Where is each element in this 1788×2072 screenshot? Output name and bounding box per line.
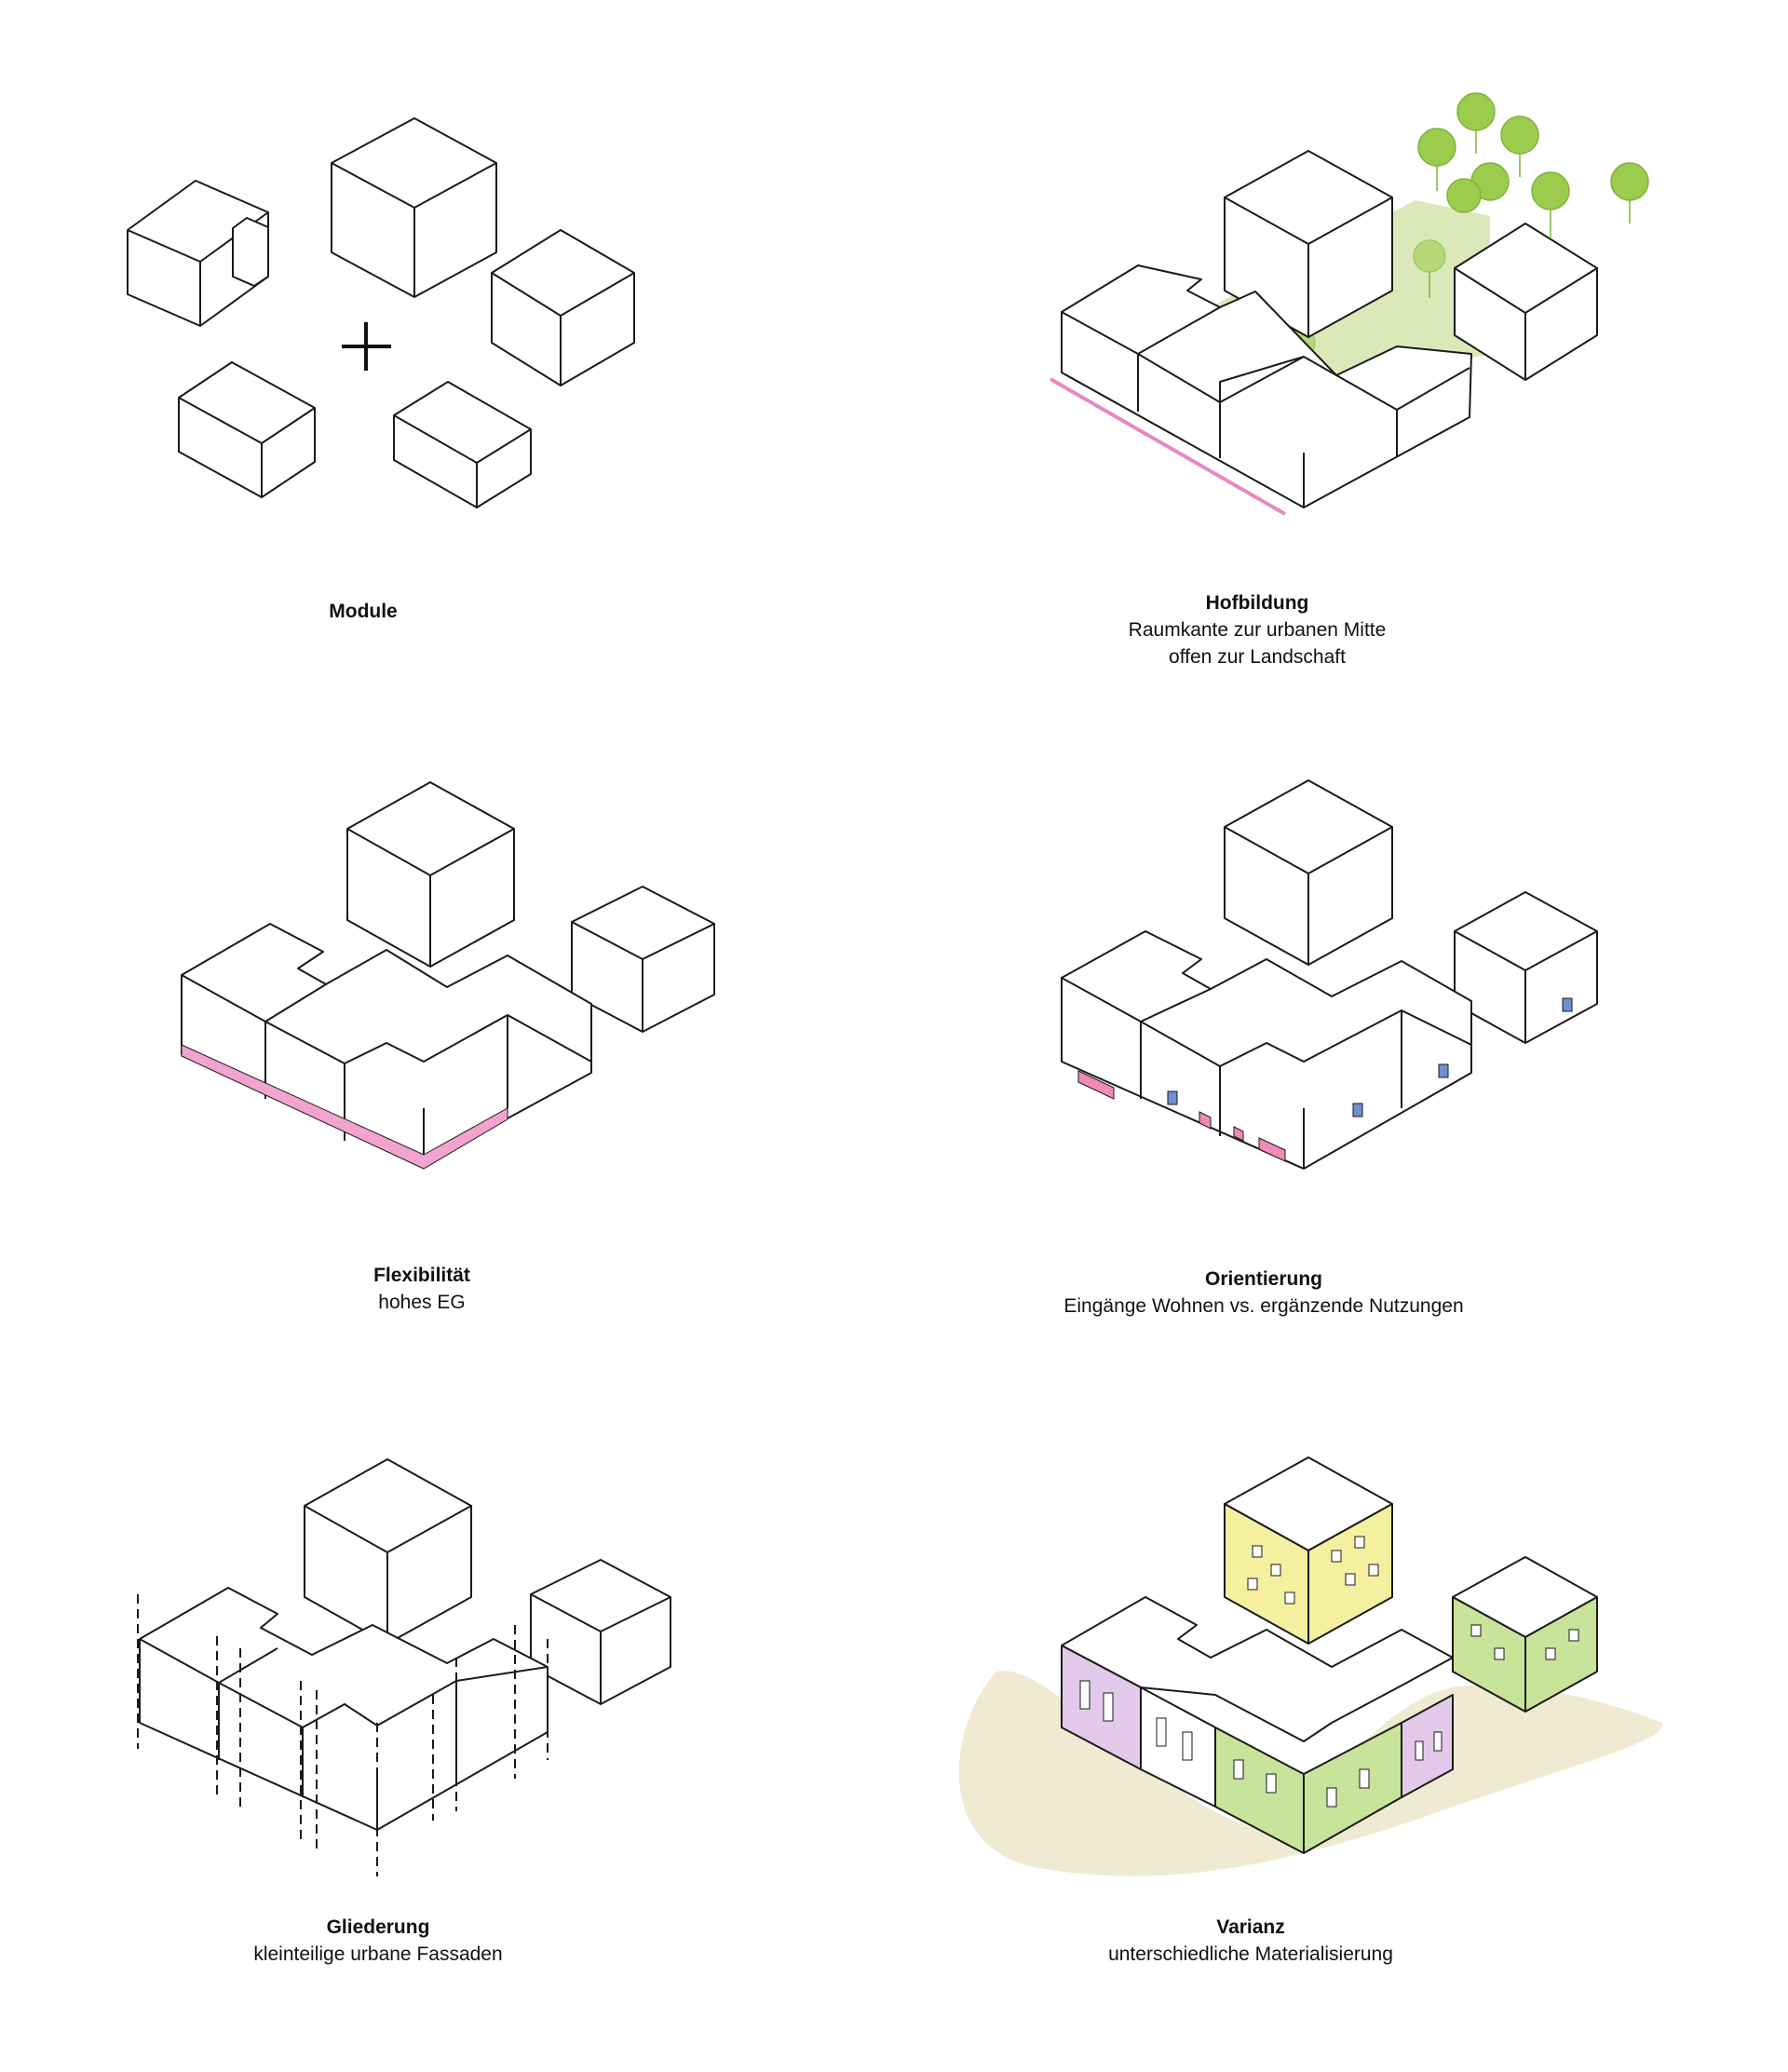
orient-l-block [1061,930,1472,1170]
caption-module: Module [37,598,689,625]
caption-title: Gliederung [326,1916,430,1938]
caption-varianz: Varianz unterschiedliche Materialisierun… [925,1914,1577,1968]
caption-hofbildung: Hofbildung Raumkante zur urbanen Mitte o… [931,589,1583,670]
glied-l-block [139,1587,549,1831]
hofbildung-diagram [1050,92,1649,516]
caption-title: Module [329,601,398,622]
varianz-diagram [958,1456,1663,1876]
courtyard-east-block [1454,223,1598,381]
facade-division-lines [137,1594,549,1876]
plus-icon [342,322,391,371]
varianz-l-block [1061,1596,1454,1854]
caption-title: Flexibilität [373,1265,470,1286]
caption-gliederung: Gliederung kleinteilige urbane Fassaden [52,1914,704,1968]
panel-orientierung: Orientierung Eingänge Wohnen vs. ergänze… [894,670,1788,1350]
landscape-ground [958,1671,1663,1876]
glied-east-block [530,1559,671,1705]
caption-line-1: kleinteilige urbane Fassaden [253,1943,503,1965]
flex-l-block [181,923,592,1165]
ground-floor-band [181,1044,508,1170]
module-diagram [127,117,635,508]
varianz-tower [1224,1456,1393,1645]
flexibilitaet-diagram [181,781,715,1170]
panel-hofbildung: Hofbildung Raumkante zur urbanen Mitte o… [894,0,1788,670]
module-block-a [127,180,269,327]
glied-tower [304,1458,472,1645]
caption-line-2: offen zur Landschaft [1169,646,1346,668]
caption-orientierung: Orientierung Eingänge Wohnen vs. ergänze… [938,1266,1590,1320]
caption-title: Varianz [1216,1916,1285,1938]
gliederung-diagram [137,1458,671,1876]
panel-module: Module [0,0,894,670]
module-block-e [393,381,532,508]
flex-tower [346,781,515,968]
courtyard-l-block [1061,264,1472,508]
orient-tower [1224,779,1393,966]
caption-flexibilitaet: Flexibilität hohes EG [96,1262,748,1316]
caption-line-1: hohes EG [378,1292,466,1313]
caption-title: Hofbildung [1205,592,1309,614]
facade-windows [1079,1536,1579,1808]
caption-line-1: Raumkante zur urbanen Mitte [1128,619,1387,641]
caption-title: Orientierung [1204,1268,1322,1290]
panel-gliederung: Gliederung kleinteilige urbane Fassaden [0,1350,894,2072]
orientierung-diagram [1061,779,1598,1170]
module-block-c [491,229,635,386]
residential-entrances [1167,997,1573,1117]
panel-varianz: Varianz unterschiedliche Materialisierun… [894,1350,1788,2072]
varianz-east-block [1452,1556,1598,1713]
street-edge [1050,377,1286,516]
panel-flexibilitaet: Flexibilität hohes EG [0,670,894,1350]
courtyard-tower [1224,150,1393,338]
module-block-b [331,117,497,298]
caption-line-1: Eingänge Wohnen vs. ergänzende Nutzungen [1063,1295,1464,1317]
caption-line-1: unterschiedliche Materialisierung [1108,1943,1393,1965]
module-block-d [178,361,316,498]
orient-east-block [1454,891,1598,1044]
commercial-entrances [1077,1070,1286,1162]
flex-east-block [571,886,715,1033]
